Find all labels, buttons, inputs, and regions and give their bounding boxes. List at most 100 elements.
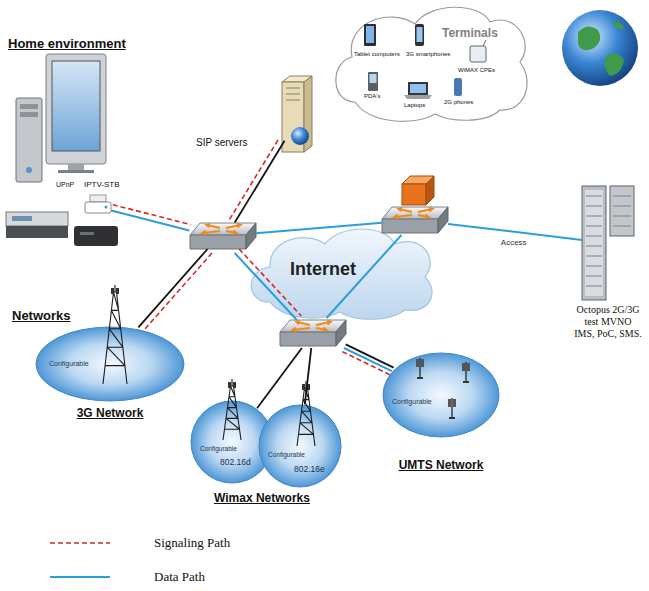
signaling-path	[113, 205, 191, 225]
rack-slot	[613, 216, 631, 217]
terminals-cloud: TerminalsTablet computers3G smartphonesW…	[330, 2, 530, 124]
cell-note: Configurable	[49, 360, 89, 368]
network-cell: ConfigurableUMTS Network	[382, 352, 500, 438]
router-arrow	[316, 328, 326, 330]
device-label: 3G smartphones	[406, 51, 450, 58]
server-slot	[286, 94, 300, 95]
link-line	[138, 249, 207, 327]
legend-text: Data Path	[154, 569, 205, 585]
laptop-base	[404, 95, 432, 99]
phone-icon	[454, 78, 462, 96]
receiver-box	[74, 226, 118, 246]
standard-name: 802.16e	[294, 464, 325, 474]
coverage-area	[36, 327, 184, 401]
antenna-mast	[419, 358, 420, 378]
rack-slot	[586, 276, 602, 277]
router-arrow	[418, 209, 432, 212]
tower-panel	[111, 288, 114, 294]
antenna-base	[463, 381, 469, 383]
rack-slot	[586, 236, 602, 237]
stb-shape	[84, 194, 112, 214]
sip-router: SIP servers	[190, 221, 256, 251]
router-arrow	[207, 225, 220, 228]
rack-slot	[586, 256, 602, 257]
rack-slot	[613, 206, 631, 207]
router-arrow	[226, 231, 236, 233]
section-heading: Networks	[12, 308, 71, 324]
network-cell: Configurable3G Network	[35, 326, 185, 402]
router-arrow	[297, 322, 310, 325]
rack-slot	[613, 196, 631, 197]
pda-icon	[368, 72, 378, 91]
device-label: WiMAX CPEs	[458, 67, 495, 74]
rack-slot	[586, 266, 602, 267]
smartphone-icon	[415, 24, 424, 46]
router-arrow	[418, 215, 428, 217]
rack-front	[585, 190, 603, 296]
router-shape	[190, 221, 256, 251]
link-line	[235, 141, 285, 223]
edge-label: Access	[499, 238, 529, 248]
edge-router	[382, 205, 448, 235]
device-label: PDA's	[364, 93, 380, 100]
router-top	[280, 320, 346, 332]
router-front	[280, 332, 336, 346]
signaling-path	[50, 542, 110, 544]
tower-panel	[302, 384, 305, 390]
pda-screen	[370, 74, 377, 83]
router-arrow	[203, 231, 220, 233]
rack-slot	[586, 206, 602, 207]
network-caption: Octopus 2G/3G test MVNO IMS, PoC, SMS.	[574, 304, 642, 340]
router-front	[190, 235, 246, 249]
rack-slot	[586, 196, 602, 197]
router-arrow	[316, 322, 330, 325]
antenna-base	[449, 417, 455, 419]
signaling-path	[230, 138, 280, 220]
cpe-antenna	[483, 40, 486, 46]
racks-shape	[582, 186, 634, 300]
dvd-player	[6, 212, 68, 238]
router-shape	[382, 205, 448, 235]
cloud-outline	[336, 7, 527, 121]
stb-led	[105, 206, 108, 209]
cloud-outline	[251, 229, 432, 319]
data-path	[344, 348, 392, 371]
rack-slot	[586, 246, 602, 247]
test-network-racks: Octopus 2G/3G test MVNO IMS, PoC, SMS.	[582, 186, 634, 300]
server-label: SIP servers	[196, 137, 248, 149]
data-path	[235, 253, 297, 320]
antenna-base	[417, 377, 423, 379]
device-label: UPnP	[56, 181, 74, 189]
pc-tower	[16, 98, 42, 182]
tower-panel	[233, 382, 236, 388]
antenna-panel	[448, 399, 451, 407]
router-top	[190, 223, 256, 235]
firewall-box	[402, 176, 434, 205]
tablet-screen	[366, 26, 374, 43]
router-side	[438, 207, 448, 233]
router-shape	[280, 318, 346, 348]
server-slot	[286, 88, 300, 89]
cell-note: Configurable	[268, 451, 305, 459]
router-front	[382, 219, 438, 233]
signaling-path	[143, 253, 212, 331]
router-top	[382, 207, 448, 219]
globe	[562, 10, 638, 86]
cloud-title: Internet	[290, 258, 356, 280]
cell-note: Configurable	[392, 398, 432, 406]
antenna-mast	[465, 362, 466, 382]
antenna-panel	[467, 363, 470, 371]
rack-cabinet	[582, 186, 606, 300]
tower-panel	[116, 288, 119, 294]
device-label: Laptops	[404, 102, 425, 109]
server-shape	[282, 74, 314, 152]
set-top-box: IPTV-STB	[84, 194, 112, 214]
cloud-title: Terminals	[442, 26, 498, 40]
laptop-display	[410, 84, 426, 93]
network-name: Wimax Networks	[214, 491, 310, 505]
coverage-area	[259, 405, 341, 487]
data-path	[256, 223, 382, 234]
tower-lattice	[103, 285, 127, 384]
network-name: UMTS Network	[399, 458, 484, 472]
cpe-icon	[470, 46, 486, 62]
